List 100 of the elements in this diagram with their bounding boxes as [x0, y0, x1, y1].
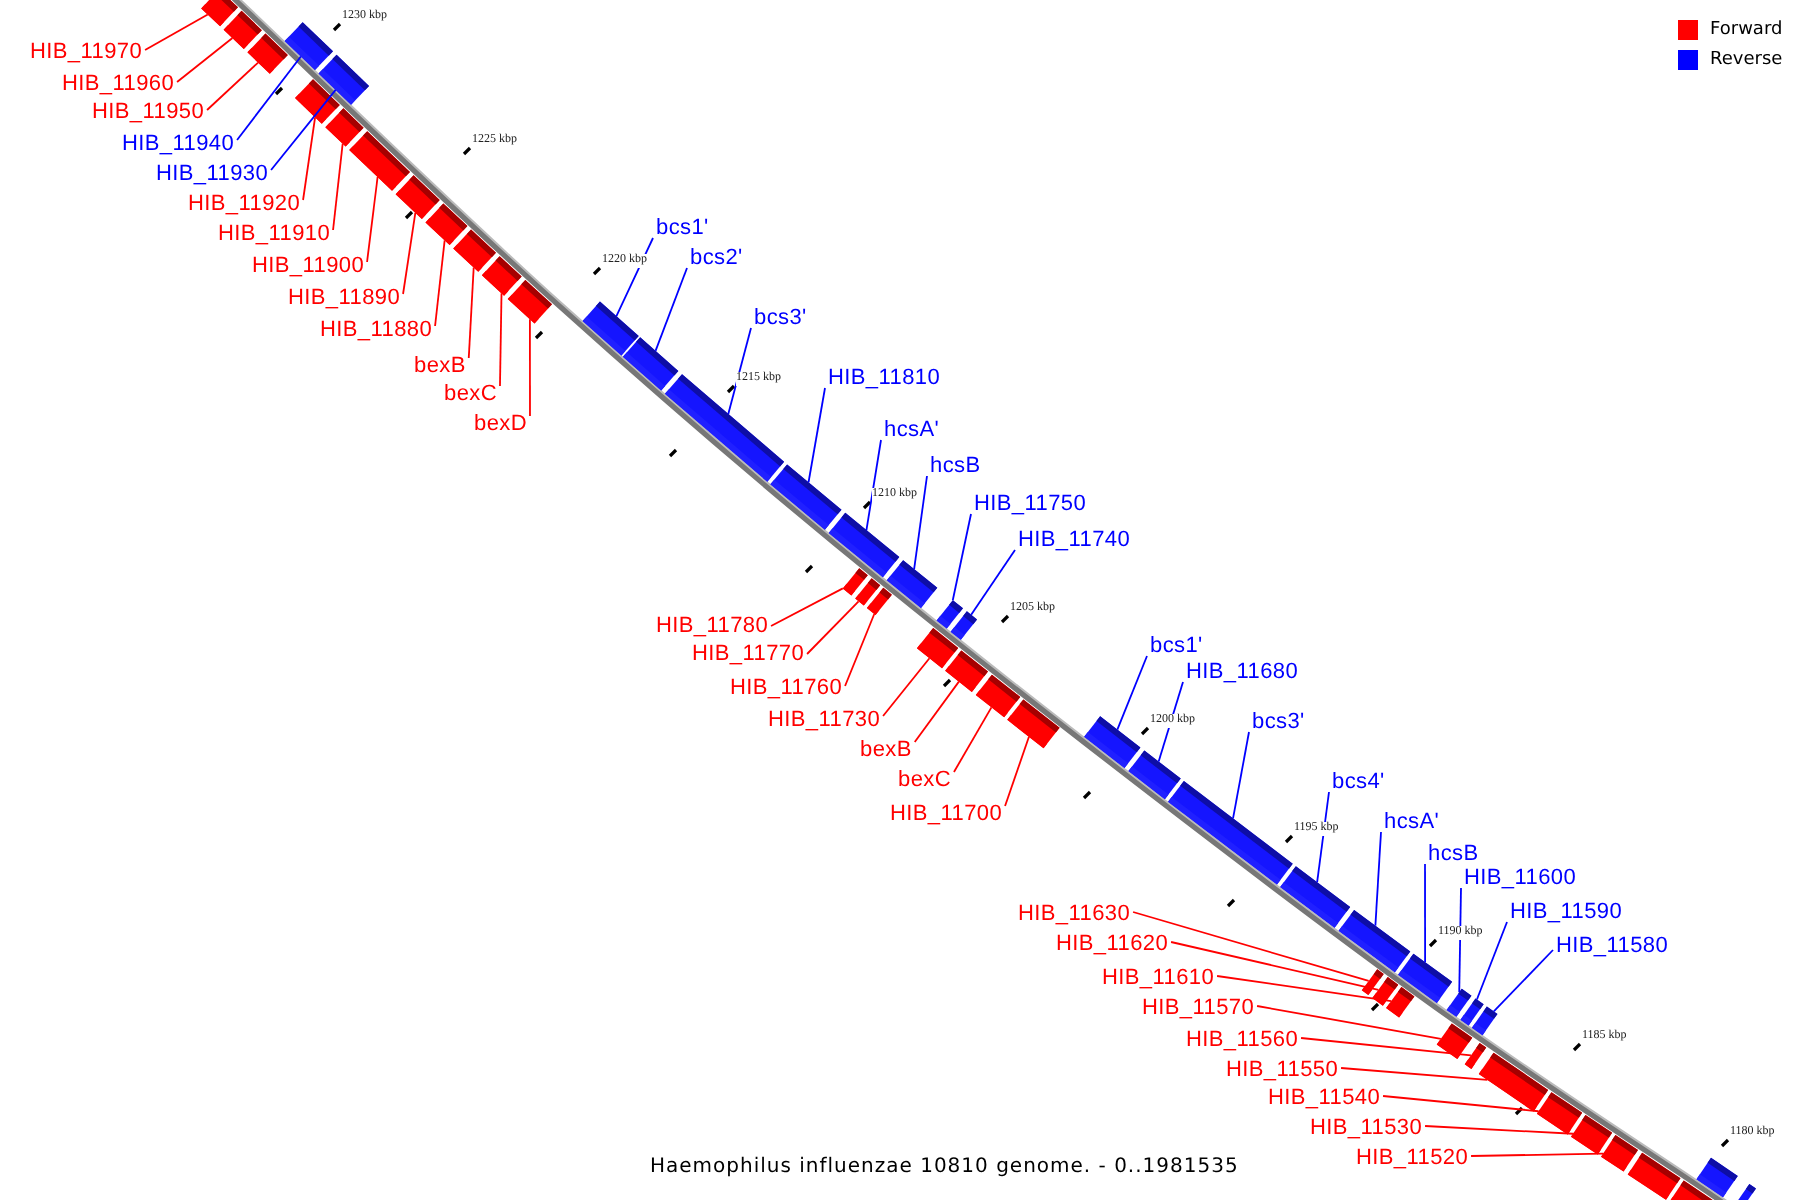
gene-label: hcsA': [1384, 810, 1440, 836]
gene-label: bcs3': [1252, 710, 1305, 736]
leader-line: [970, 549, 1016, 616]
leader-line: [1458, 887, 1462, 994]
leader-line: [1382, 1095, 1540, 1113]
gene-label: bexC: [898, 768, 951, 794]
gene-label: bcs1': [1150, 634, 1203, 660]
gene-block: [1464, 1042, 1487, 1069]
gene-label: HIB_11810: [828, 366, 941, 392]
leader-line: [913, 680, 960, 743]
leader-line: [1132, 911, 1370, 982]
gene-block: [1084, 716, 1141, 769]
leader-line: [1232, 731, 1250, 820]
leader-line: [1116, 655, 1148, 731]
leader-line: [499, 292, 503, 387]
gene-label: HIB_11580: [1556, 934, 1669, 960]
gene-block: [481, 256, 522, 296]
gene-label: HIB_11570: [1142, 996, 1255, 1022]
gene-block: [1734, 1184, 1756, 1200]
gene-block: [1007, 699, 1060, 749]
gene-label: bexB: [860, 738, 912, 764]
gene-block: [1168, 781, 1293, 885]
gene-label: HIB_11960: [62, 72, 175, 98]
gene-label: bcs3': [754, 306, 807, 332]
gene-block: [1536, 1092, 1583, 1135]
legend-label: Reverse: [1710, 50, 1783, 72]
gene-block: [247, 33, 288, 74]
gene-label: HIB_11930: [156, 162, 269, 188]
gene-block: [507, 279, 552, 324]
leader-line: [529, 318, 531, 417]
gene-block: [1696, 1157, 1738, 1198]
gene-block: [325, 108, 364, 147]
gene-label: bcs4': [1332, 770, 1385, 796]
gene-block: [1338, 909, 1411, 973]
gene-label: HIB_11780: [656, 614, 769, 640]
leader-line: [1170, 941, 1380, 991]
leader-line: [467, 266, 475, 359]
gene-label: HIB_11760: [730, 676, 843, 702]
gene-label: bcs1': [656, 216, 709, 242]
gene-label: hcsA': [884, 418, 940, 444]
gene-label: HIB_11740: [1018, 528, 1131, 554]
leader-line: [144, 13, 209, 51]
gene-label: HIB_11950: [92, 100, 205, 126]
leader-line: [176, 37, 234, 83]
leader-line: [402, 211, 417, 295]
leader-line: [770, 587, 844, 627]
leader-line: [366, 176, 379, 263]
gene-block: [1627, 1152, 1681, 1200]
gene-label: HIB_11750: [974, 492, 1087, 518]
leader-line: [807, 387, 826, 484]
gene-label: HIB_11560: [1186, 1028, 1299, 1054]
gene-block: [1128, 750, 1181, 800]
caption: Haemophilus influenzae 10810 genome. - 0..1981535: [650, 1156, 1239, 1180]
leader-line: [1157, 681, 1184, 763]
leader-line: [1216, 975, 1393, 1002]
gene-block: [453, 229, 496, 272]
gene-label: HIB_11730: [768, 708, 881, 734]
legend-label: Forward: [1710, 20, 1783, 42]
gene-block: [1386, 987, 1415, 1018]
gene-block: [1478, 1052, 1549, 1112]
gene-block: [916, 627, 959, 669]
leader-line: [913, 475, 928, 570]
gene-label: HIB_11520: [1356, 1146, 1469, 1172]
leader-line: [806, 600, 860, 655]
leader-line: [1470, 1152, 1604, 1157]
gene-label: HIB_11600: [1464, 866, 1577, 892]
gene-block: [975, 674, 1021, 718]
gene-block: [201, 0, 238, 27]
gene-label: HIB_11700: [890, 802, 1003, 828]
gene-label: bcs2': [690, 246, 743, 272]
gene-block: [395, 175, 440, 219]
gene-label: HIB_11610: [1102, 966, 1215, 992]
gene-block: [1471, 1006, 1498, 1036]
leader-line: [1492, 949, 1554, 1013]
gene-label: hcsB: [930, 454, 981, 480]
gene-label: HIB_11550: [1226, 1058, 1339, 1084]
gene-label: HIB_11630: [1018, 902, 1131, 928]
leader-line: [615, 237, 654, 318]
gene-label: HIB_11900: [252, 254, 365, 280]
gene-block: [1280, 866, 1351, 928]
gene-label: bexD: [474, 412, 527, 438]
leader-line: [1316, 791, 1330, 884]
leader-line: [727, 327, 752, 415]
gene-label: hcsB: [1428, 842, 1479, 868]
gene-block: [945, 650, 988, 692]
gene-block: [1571, 1115, 1613, 1155]
gene-label: HIB_11620: [1056, 932, 1169, 958]
leader-line: [1004, 735, 1030, 807]
leader-line: [302, 116, 316, 201]
gene-label: HIB_11590: [1510, 900, 1623, 926]
gene-block: [223, 10, 262, 49]
leader-line: [434, 239, 446, 327]
gene-block: [1601, 1135, 1638, 1172]
gene-block: [770, 464, 842, 530]
gene-label: HIB_11940: [122, 132, 235, 158]
gene-block: [582, 301, 639, 356]
leader-line: [865, 439, 882, 532]
gene-label: HIB_11540: [1268, 1086, 1381, 1112]
leader-line: [1340, 1067, 1489, 1081]
gene-label: HIB_11970: [30, 40, 143, 66]
